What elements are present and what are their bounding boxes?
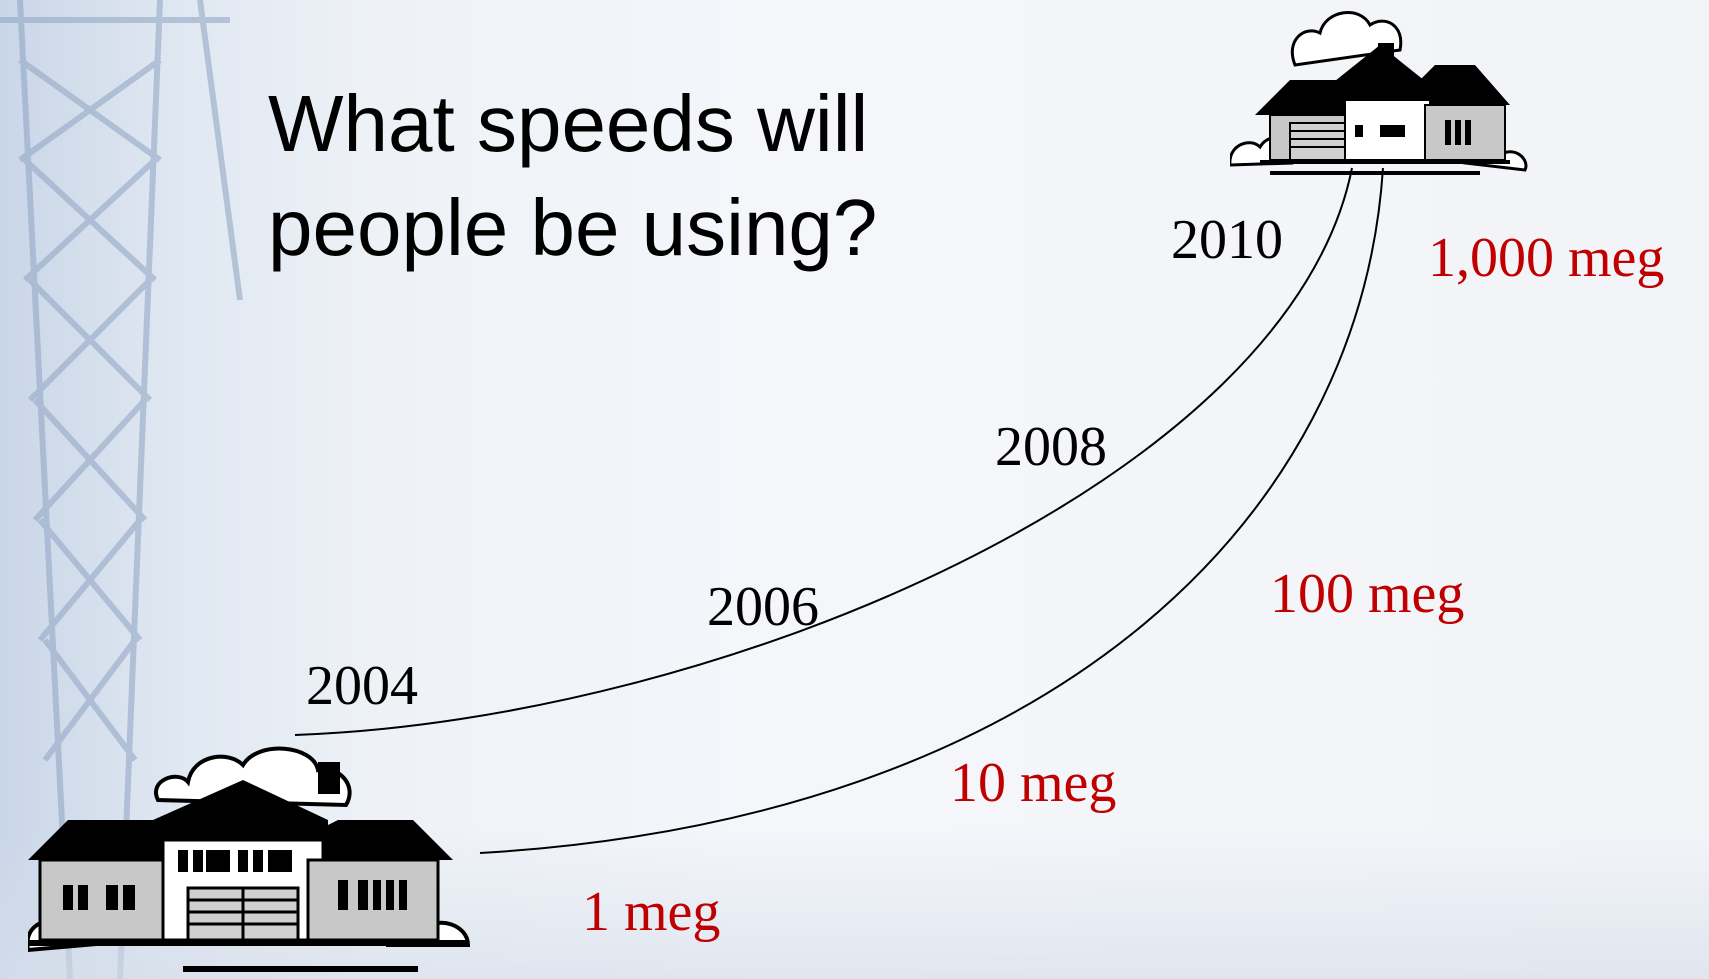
speeds-curve	[479, 167, 1384, 854]
speed-label-1000-meg: 1,000 meg	[1428, 227, 1665, 289]
year-label-2008: 2008	[995, 416, 1107, 478]
year-label-2004: 2004	[306, 655, 418, 717]
slide-title: What speeds will people be using?	[268, 79, 878, 272]
power-tower-icon	[0, 0, 243, 979]
speed-label-100-meg: 100 meg	[1270, 563, 1465, 625]
large-house-icon	[1230, 11, 1528, 175]
years-curve	[294, 167, 1353, 736]
speed-label-1-meg: 1 meg	[582, 881, 721, 943]
year-label-2006: 2006	[707, 576, 819, 638]
small-house-icon	[28, 746, 471, 972]
year-label-2010: 2010	[1171, 209, 1283, 271]
speed-label-10-meg: 10 meg	[950, 752, 1117, 814]
